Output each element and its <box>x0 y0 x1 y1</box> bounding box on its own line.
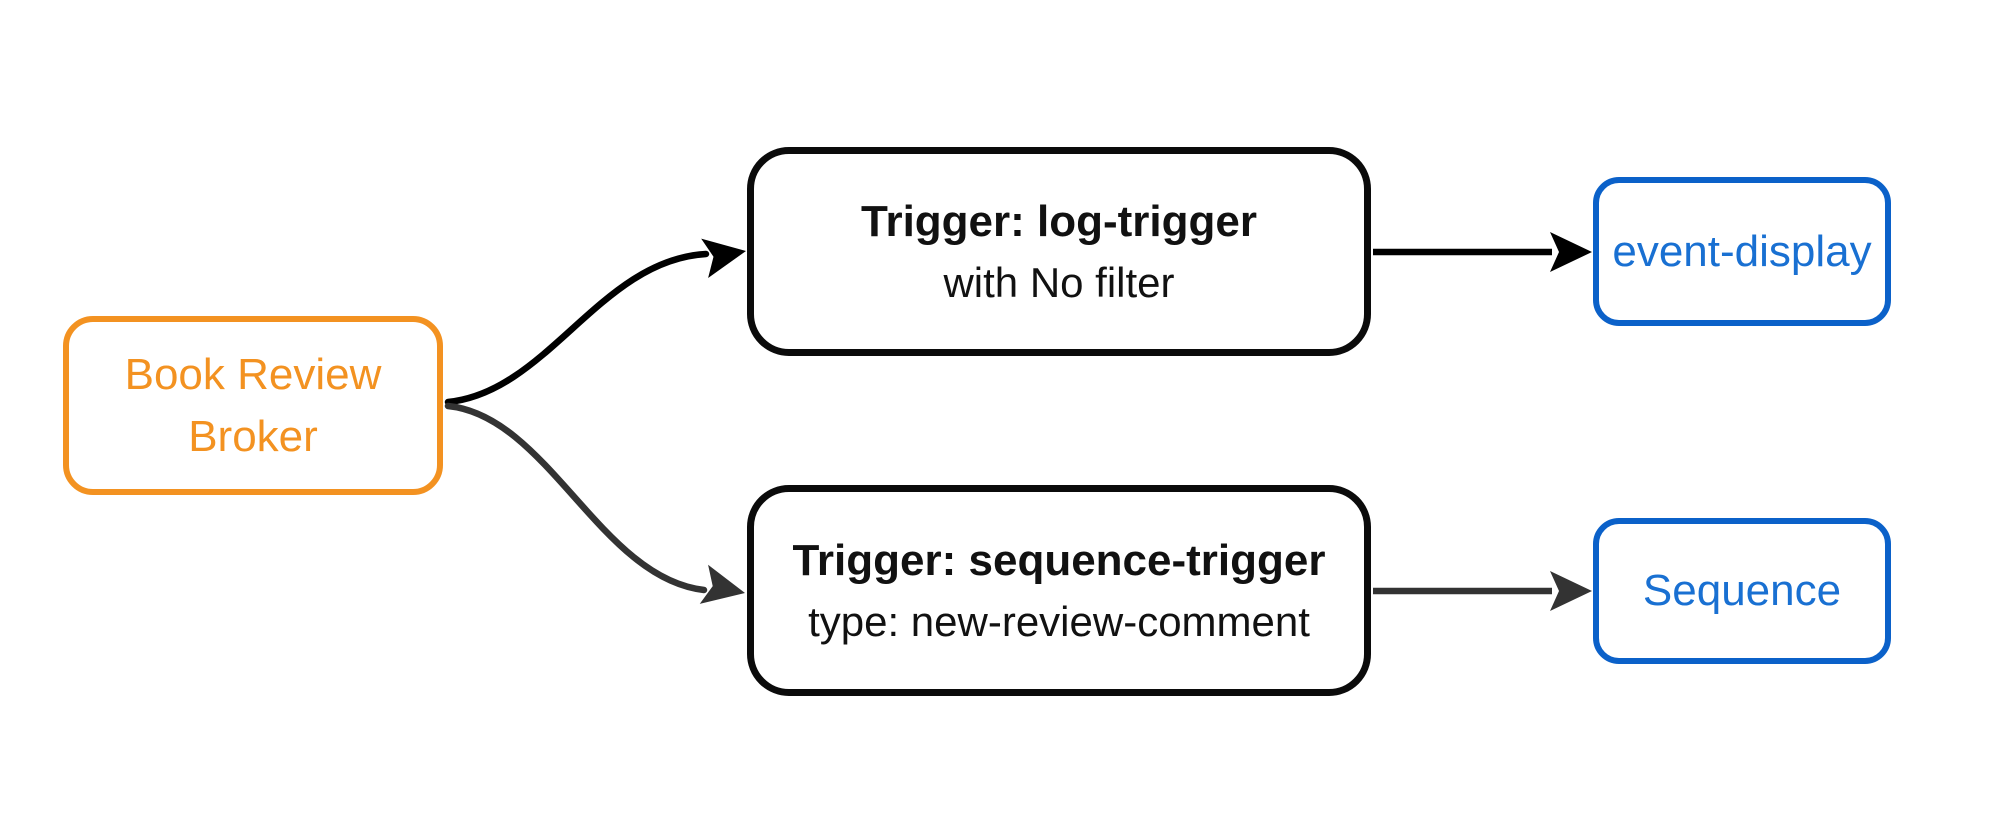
sequence-trigger-subtitle: type: new-review-comment <box>808 597 1310 645</box>
arrowhead-broker-to-log-trigger <box>701 238 746 278</box>
node-event-display: event-display <box>1593 177 1891 326</box>
sequence-trigger-title: Trigger: sequence-trigger <box>792 535 1326 585</box>
edge-broker-to-log-trigger <box>444 250 710 406</box>
arrowhead-icon <box>699 564 745 604</box>
arrowhead-log-trigger-to-event-display <box>1550 232 1592 272</box>
node-log-trigger: Trigger: log-trigger with No filter <box>747 147 1371 356</box>
arrowhead-broker-to-sequence-trigger <box>699 564 745 604</box>
edge-broker-to-sequence-trigger <box>444 402 708 594</box>
broker-label-line2: Broker <box>188 411 318 461</box>
log-trigger-title: Trigger: log-trigger <box>861 196 1257 246</box>
arrowhead-icon <box>1550 571 1592 611</box>
arrowhead-sequence-trigger-to-sequence <box>1550 571 1592 611</box>
arrowhead-icon <box>701 238 746 278</box>
node-sequence-trigger: Trigger: sequence-trigger type: new-revi… <box>747 485 1371 696</box>
log-trigger-subtitle: with No filter <box>943 258 1175 306</box>
broker-label-line1: Book Review <box>124 349 382 399</box>
arrowhead-icon <box>1550 232 1592 272</box>
node-sequence: Sequence <box>1593 518 1891 664</box>
sequence-label: Sequence <box>1642 566 1842 615</box>
event-display-label: event-display <box>1612 226 1872 276</box>
node-book-review-broker: Book Review Broker <box>63 316 443 495</box>
